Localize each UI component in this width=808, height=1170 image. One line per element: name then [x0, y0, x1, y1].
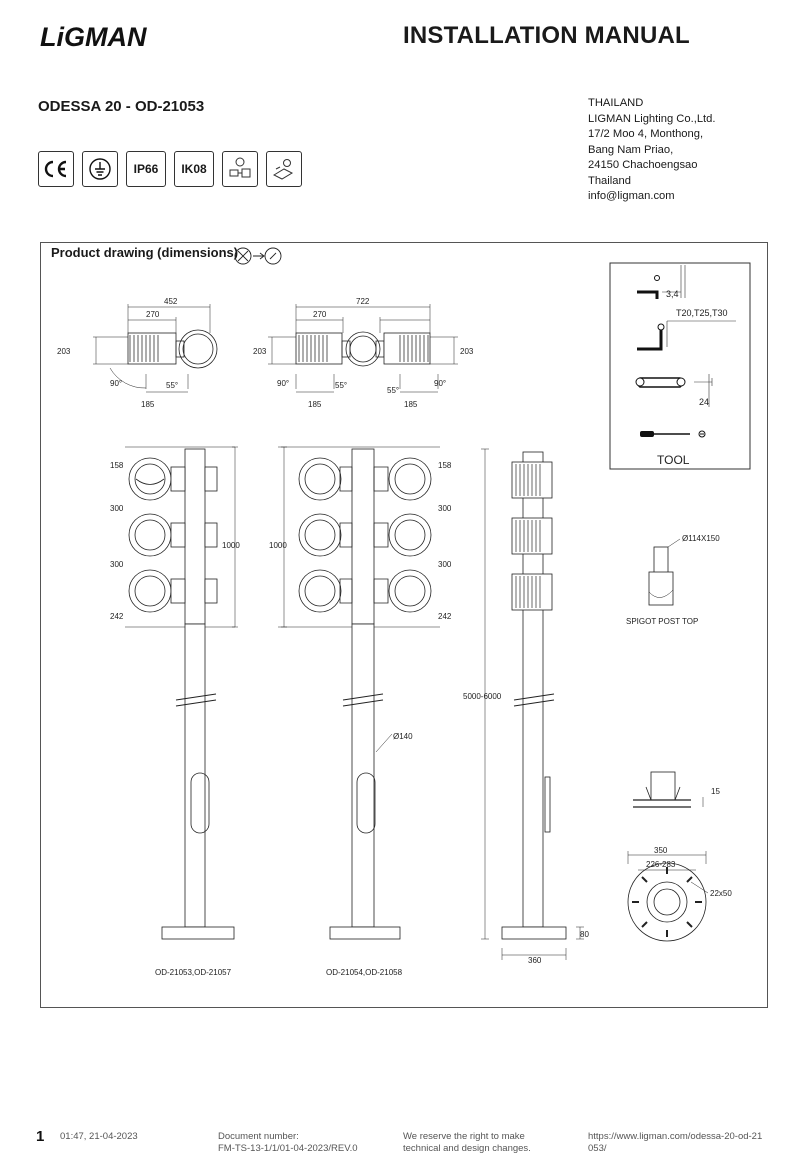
- driver-icon: [222, 151, 258, 187]
- dim-270-right: 270: [313, 310, 327, 319]
- address-line: THAILAND: [588, 97, 644, 109]
- address-line: Thailand: [588, 174, 631, 187]
- dim-angle-55-mid: 55°: [335, 381, 347, 390]
- dim-pole-diameter: Ø140: [393, 732, 413, 741]
- doc-number-value: FM-TS-13-1/1/01-04-2023/REV.0: [218, 1143, 358, 1154]
- dim-angle-55: 55°: [166, 381, 178, 390]
- dim-angle-55-right: 55°: [387, 386, 399, 395]
- address-line: 17/2 Moo 4, Monthong,: [588, 128, 704, 140]
- footer-disclaimer: We reserve the right to make technical a…: [403, 1131, 531, 1155]
- footer-url[interactable]: https://www.ligman.com/odessa-20-od-21 0…: [588, 1131, 762, 1155]
- dim-300-b: 300: [110, 560, 124, 569]
- allen-key-size: 3,4: [666, 289, 679, 299]
- ce-mark-icon: [38, 151, 74, 187]
- plan-view-double: [268, 304, 458, 393]
- contact-email: info@ligman.com: [588, 190, 675, 202]
- drawing-title: Product drawing (dimensions): [51, 245, 239, 260]
- installation-icon: [266, 151, 302, 187]
- dim-203-mid: 203: [253, 347, 267, 356]
- wrench-icon: [635, 374, 713, 407]
- dim-1000-left: 1000: [222, 541, 240, 550]
- dim-base-width: 360: [528, 956, 542, 965]
- ligman-logo: LiGMAN: [40, 22, 147, 52]
- earth-ground-icon: [82, 151, 118, 187]
- plan-view-single: [93, 304, 218, 393]
- brand-logo-text: LiGMAN: [40, 22, 147, 52]
- screwdriver-icon: [640, 430, 706, 438]
- wrench-size: 24: [699, 397, 709, 407]
- footer-timestamp: 01:47, 21-04-2023: [60, 1131, 138, 1142]
- dim-angle-90: 90°: [110, 379, 122, 388]
- dim-plate-thickness: 15: [711, 787, 720, 796]
- elevation-side: [481, 448, 584, 960]
- dimension-drawing: 3,4 T20,T25,T30 24 TOOL: [57, 247, 751, 977]
- product-drawing-frame: [40, 242, 768, 1008]
- doc-number-label: Document number:: [218, 1131, 299, 1142]
- document-title: INSTALLATION MANUAL: [403, 22, 690, 49]
- footer-document-number: Document number: FM-TS-13-1/1/01-04-2023…: [218, 1131, 358, 1155]
- dim-300-mid-a: 300: [438, 504, 452, 513]
- address-line: Bang Nam Priao,: [588, 143, 674, 156]
- disclaimer-line: technical and design changes.: [403, 1143, 531, 1154]
- torx-key-sizes: T20,T25,T30: [676, 308, 728, 318]
- dim-722: 722: [356, 297, 370, 306]
- product-name: ODESSA 20 - OD-21053: [38, 98, 205, 115]
- allen-key-icon: [637, 265, 686, 299]
- dim-pole-height: 5000-6000: [463, 692, 502, 701]
- dim-185-right: 185: [404, 400, 418, 409]
- address-line: 24150 Chachoengsao: [588, 159, 698, 171]
- dim-1000-mid: 1000: [269, 541, 287, 550]
- dim-203-left: 203: [57, 347, 71, 356]
- ip-rating-badge: IP66: [126, 151, 166, 187]
- dim-300-a: 300: [110, 504, 124, 513]
- dim-158: 158: [110, 461, 124, 470]
- url-line[interactable]: https://www.ligman.com/odessa-20-od-21: [588, 1131, 763, 1142]
- company-address: THAILAND LIGMAN Lighting Co.,Ltd. 17/2 M…: [588, 96, 715, 205]
- url-line[interactable]: 053/: [588, 1143, 607, 1154]
- dim-300-mid-b: 300: [438, 560, 452, 569]
- dim-158-mid: 158: [438, 461, 452, 470]
- tool-title: TOOL: [657, 453, 690, 467]
- dim-185-mid: 185: [308, 400, 322, 409]
- dim-242: 242: [110, 612, 124, 621]
- dim-base-height: 80: [580, 930, 589, 939]
- model-label-left: OD-21053,OD-21057: [155, 968, 232, 977]
- dim-angle-90-mid: 90°: [277, 379, 289, 388]
- dimension-legend-icon: [234, 247, 282, 265]
- address-line: LIGMAN Lighting Co.,Ltd.: [588, 112, 716, 125]
- elevation-double: [278, 446, 440, 940]
- elevation-single: [125, 446, 238, 940]
- spigot-label: SPIGOT POST TOP: [626, 617, 698, 626]
- certification-badges: IP66 IK08: [38, 151, 302, 191]
- dim-242-mid: 242: [438, 612, 452, 621]
- dim-185-left: 185: [141, 400, 155, 409]
- model-label-mid: OD-21054,OD-21058: [326, 968, 403, 977]
- dim-270-left: 270: [146, 310, 160, 319]
- spigot-detail: [648, 538, 681, 606]
- dim-203-right: 203: [460, 347, 474, 356]
- dim-plate-diameter: 350: [654, 846, 668, 855]
- dim-plate-pcd: 226-283: [646, 860, 676, 869]
- page-number: 1: [36, 1128, 45, 1145]
- ik-rating-badge: IK08: [174, 151, 214, 187]
- dim-spigot: Ø114X150: [682, 534, 720, 543]
- tool-panel: 3,4 T20,T25,T30 24 TOOL: [609, 262, 751, 470]
- disclaimer-line: We reserve the right to make: [403, 1131, 525, 1142]
- dim-plate-slot: 22x50: [710, 889, 732, 898]
- dim-angle-90-right: 90°: [434, 379, 446, 388]
- dim-452: 452: [164, 297, 178, 306]
- torx-key-icon: [637, 320, 736, 351]
- base-plate-detail: [627, 771, 709, 942]
